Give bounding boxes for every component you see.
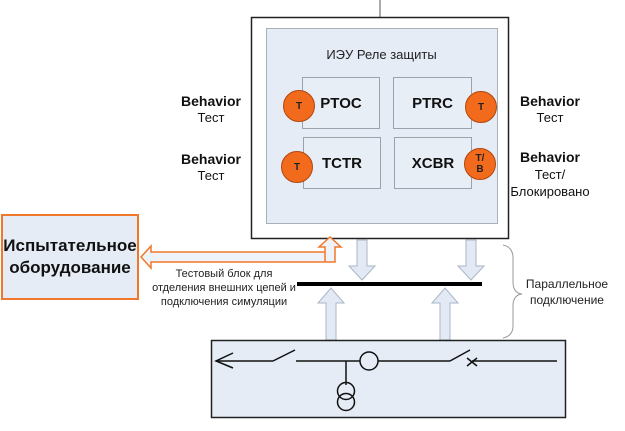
- logical-node-label: XCBR: [411, 154, 455, 172]
- test-equipment-box[interactable]: Испытательное оборудование: [1, 214, 139, 300]
- logical-node-label: PTOC: [320, 94, 362, 112]
- logical-node-label: PTRC: [412, 94, 453, 112]
- test-block-caption: Тестовый блок для отделения внешних цепе…: [152, 268, 296, 308]
- behavior-label-ptrc: Behavior Тест: [515, 93, 585, 126]
- behavior-label-tctr: Behavior Тест: [176, 151, 246, 184]
- logical-node-label: TCTR: [322, 154, 362, 172]
- up-arrow-right: [430, 287, 460, 341]
- voltage-transformer-icon: [336, 381, 356, 401]
- behavior-value: Тест/ Блокировано: [510, 167, 590, 199]
- down-arrow-right: [456, 239, 486, 281]
- behavior-title: Behavior: [520, 93, 580, 109]
- logical-node-ptrc[interactable]: PTRC: [393, 77, 472, 129]
- behavior-label-ptoc: Behavior Тест: [176, 93, 246, 126]
- disconnector-switch-icon: [272, 349, 296, 362]
- behavior-value: Тест: [536, 110, 564, 125]
- voltage-transformer-icon: [336, 392, 356, 412]
- behavior-title: Behavior: [520, 149, 580, 165]
- ied-title: ИЭУ Реле защиты: [326, 47, 437, 62]
- current-transformer-icon: [359, 351, 379, 371]
- test-mode-badge: T: [281, 151, 313, 183]
- behavior-value: Тест: [197, 168, 225, 183]
- test-mode-badge: T: [283, 90, 315, 122]
- circuit-breaker-icon: [449, 349, 471, 362]
- parallel-connection-caption: Параллельное подключение: [525, 277, 609, 307]
- down-arrow-left: [347, 239, 377, 281]
- breaker-cross-icon: [466, 357, 478, 367]
- parallel-brace: [502, 244, 523, 339]
- test-blocked-badge: T/ B: [464, 148, 496, 180]
- test-signal-arrow: [139, 235, 343, 270]
- behavior-title: Behavior: [181, 151, 241, 167]
- up-arrow-left: [316, 287, 346, 341]
- single-line-diagram: [214, 349, 557, 412]
- behavior-value: Тест: [197, 110, 225, 125]
- logical-node-xcbr[interactable]: XCBR: [394, 137, 472, 189]
- behavior-title: Behavior: [181, 93, 241, 109]
- test-equipment-label: Испытательное оборудование: [3, 236, 137, 277]
- process-box: [210, 339, 567, 419]
- logical-node-tctr[interactable]: TCTR: [303, 137, 381, 189]
- behavior-label-xcbr: Behavior Тест/ Блокировано: [508, 149, 592, 200]
- test-mode-badge: T: [465, 91, 497, 123]
- arrow-left-icon: [214, 352, 234, 369]
